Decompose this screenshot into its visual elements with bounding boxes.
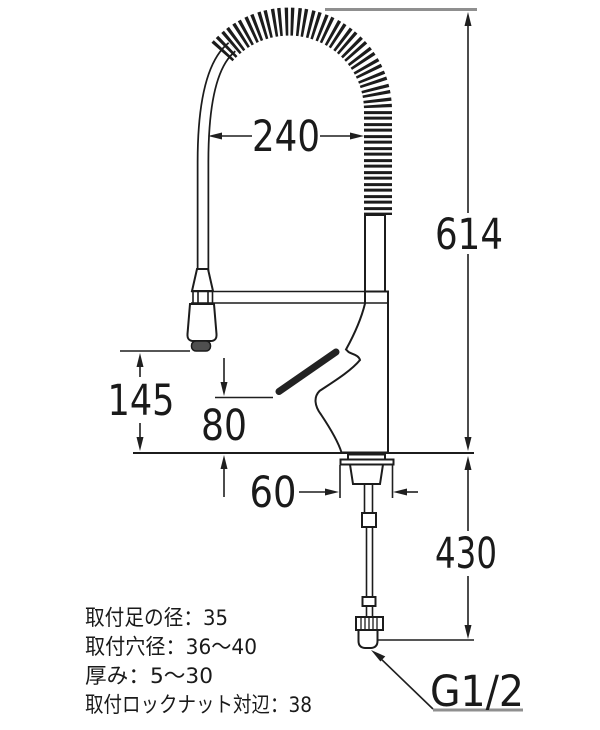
dim-arch-width: 240 xyxy=(208,112,364,162)
note-thickness: 厚み：5〜30 xyxy=(85,664,213,689)
spray-holder-bar xyxy=(191,290,388,304)
nozzle-tip xyxy=(190,340,212,352)
spring-coil-hose xyxy=(211,7,393,215)
installation-notes: 取付足の径：35 取付穴径：36〜40 厚み：5〜30 取付ロックナット対辺：3… xyxy=(85,606,312,718)
dim-under-counter-label: 430 xyxy=(435,529,497,579)
connector-nut xyxy=(355,616,384,649)
dim-spout-height: 145 xyxy=(108,350,190,451)
dim-total-height-label: 614 xyxy=(435,210,503,260)
faucet-body xyxy=(314,290,389,454)
dim-lever-height-label: 80 xyxy=(201,401,247,451)
dim-base-diameter: 60 xyxy=(250,465,418,518)
dim-total-height: 614 xyxy=(325,8,503,451)
mounting-base xyxy=(339,453,395,485)
note-foot-diameter: 取付足の径：35 xyxy=(85,606,228,631)
note-locknut-width: 取付ロックナット対辺：38 xyxy=(85,693,312,718)
dim-under-counter: 430 xyxy=(378,456,497,641)
thread-callout: G1/2 xyxy=(371,650,524,717)
note-hole-diameter: 取付穴径：36〜40 xyxy=(85,635,257,660)
dim-arch-width-label: 240 xyxy=(252,112,320,162)
dim-base-diameter-label: 60 xyxy=(250,468,297,518)
dim-lever-height: 80 xyxy=(201,358,273,497)
spray-head xyxy=(186,268,218,352)
thread-callout-label: G1/2 xyxy=(430,667,524,717)
dim-spout-height-label: 145 xyxy=(108,376,175,426)
supply-hose xyxy=(361,484,377,617)
riser-column xyxy=(364,214,386,293)
lever-handle xyxy=(275,348,340,395)
spout-pipe xyxy=(196,42,237,271)
